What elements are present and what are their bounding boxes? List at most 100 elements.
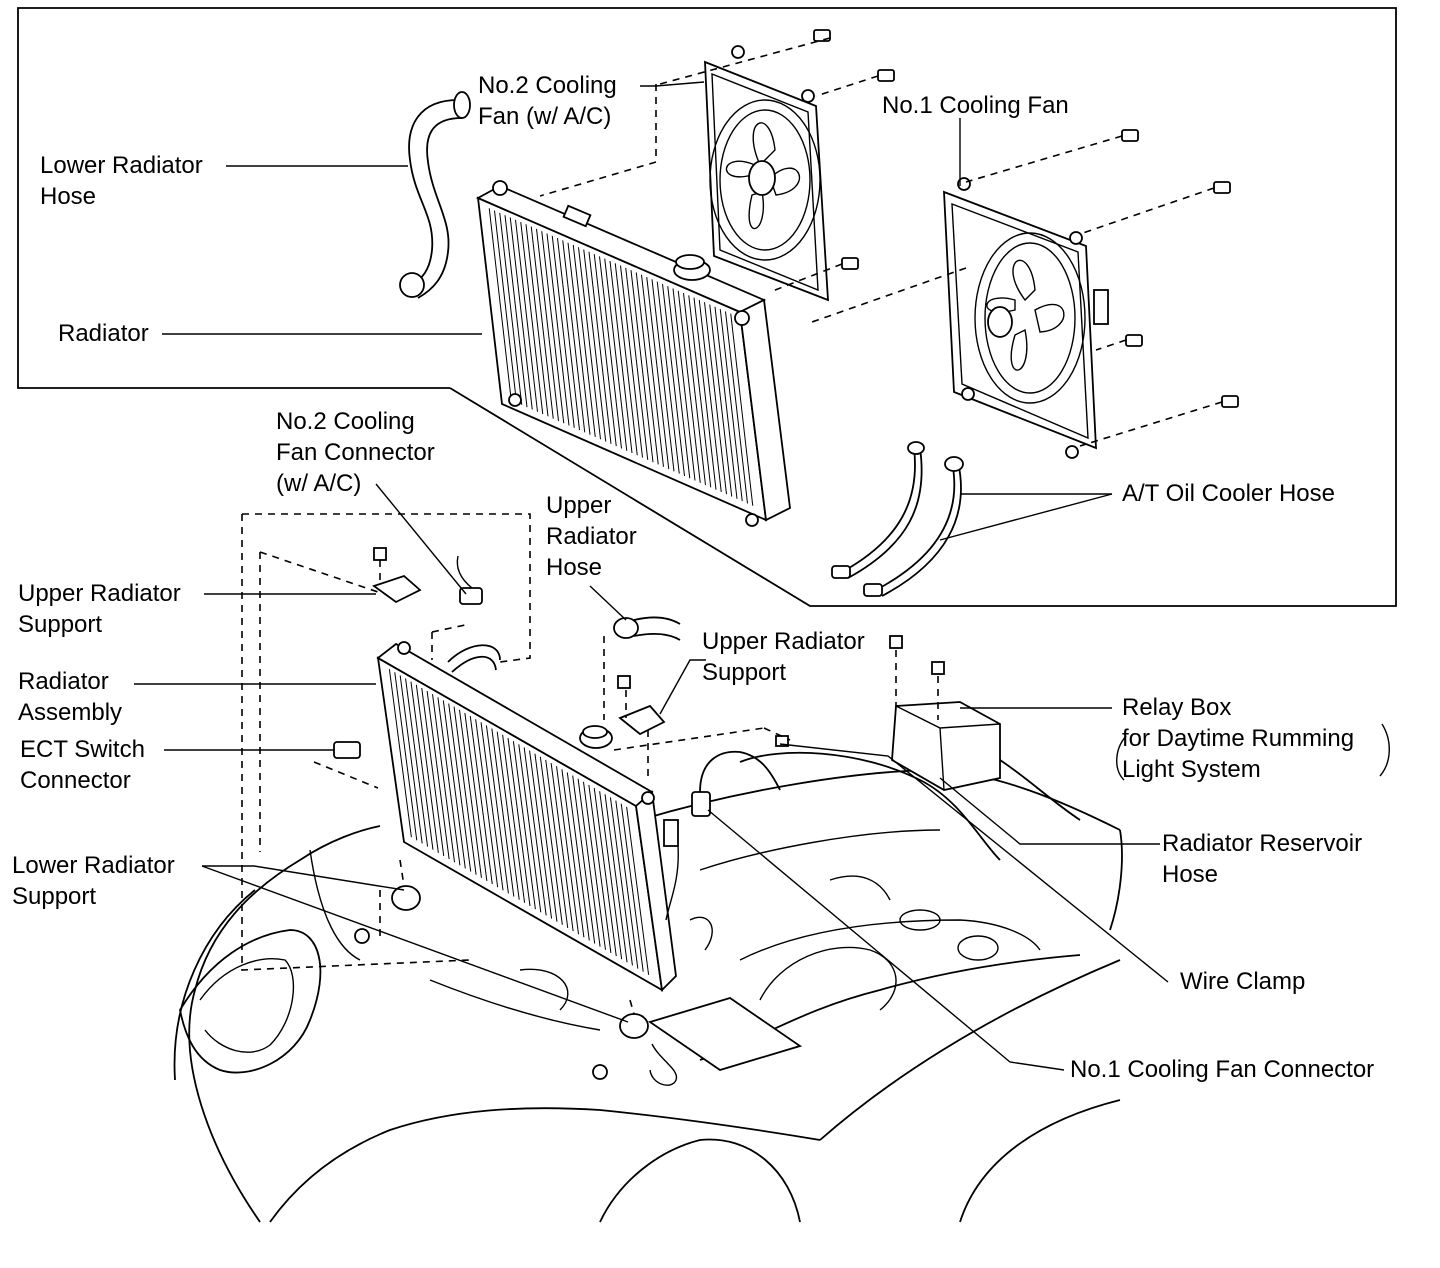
radiator-fin	[541, 231, 565, 424]
radiator-fin	[620, 803, 644, 972]
radiator-fin	[530, 226, 554, 419]
radiator-fin	[529, 750, 553, 919]
label-upper-radiator-support-right: Upper Radiator Support	[702, 628, 865, 686]
radiator-fin	[518, 744, 542, 913]
radiator-fin	[469, 716, 493, 885]
radiator-fin	[458, 709, 482, 878]
radiator-fin	[536, 228, 559, 421]
radiator-fin	[546, 233, 570, 426]
radiator-fin	[566, 772, 590, 941]
radiator-fin	[672, 288, 696, 481]
radiator-fin	[399, 675, 423, 844]
radiator-fin	[730, 313, 754, 506]
radiator-fin	[523, 747, 547, 916]
radiator-fin	[512, 741, 536, 910]
radiator-fin	[432, 694, 456, 863]
label-lower-radiator-support: Lower Radiator Support	[12, 852, 175, 910]
radiator-fin	[578, 247, 601, 440]
radiator-fin	[520, 221, 544, 415]
at-oil-cooler-hose-part	[831, 441, 964, 597]
radiator-fin	[421, 687, 445, 856]
radiator-fin	[539, 756, 563, 925]
radiator-fin	[475, 719, 499, 888]
radiator-fin	[504, 215, 528, 408]
radiator-fin	[485, 725, 509, 894]
radiator-fin	[609, 260, 633, 454]
radiator-part	[475, 180, 791, 527]
radiator-fin	[494, 210, 517, 403]
label-upper-radiator-hose: Upper Radiator Hose	[546, 492, 637, 581]
radiator-fin	[683, 293, 706, 486]
radiator-fin	[464, 712, 488, 882]
radiator-fin	[509, 217, 533, 410]
radiator-fin	[550, 762, 574, 932]
radiator-fin	[502, 734, 526, 903]
fan-bolts	[813, 29, 1239, 408]
label-lower-radiator-hose: Lower Radiator Hose	[40, 152, 203, 210]
radiator-fin	[662, 283, 685, 476]
radiator-fin	[646, 276, 670, 470]
radiator-fin	[480, 722, 504, 891]
radiator-fin	[625, 267, 649, 460]
radiator-fin	[620, 265, 643, 458]
radiator-fin	[651, 279, 675, 472]
label-no1-cooling-fan-connector: No.1 Cooling Fan Connector	[1070, 1056, 1375, 1083]
radiator-fin	[725, 311, 748, 504]
lower-dashed-lines	[241, 513, 939, 1015]
radiator-fin	[704, 302, 727, 495]
radiator-fin	[545, 759, 569, 928]
radiator-fin	[641, 274, 664, 467]
radiator-fin	[719, 309, 743, 502]
radiator-fin	[604, 258, 628, 451]
radiator-fin	[609, 797, 633, 966]
radiator-fin	[525, 224, 549, 417]
radiator-fin	[604, 794, 628, 963]
radiator-fin	[693, 297, 717, 490]
radiator-fin	[688, 295, 712, 488]
radiator-fin	[588, 251, 612, 444]
lower-small-parts	[333, 547, 1081, 1039]
radiator-fin	[556, 766, 580, 935]
radiator-fin	[410, 681, 434, 850]
radiator-fin	[551, 235, 575, 428]
inset-frame	[17, 7, 1397, 607]
radiator-fin	[714, 306, 738, 499]
radiator-fin	[635, 272, 659, 465]
radiator-fin	[615, 800, 639, 969]
no2-cooling-fan-part	[704, 45, 829, 302]
radiator-fin	[507, 737, 531, 907]
radiator-fin	[677, 290, 701, 483]
label-upper-radiator-support-left: Upper Radiator Support	[18, 580, 181, 638]
radiator-fin	[534, 753, 558, 922]
radiator-fin	[599, 791, 623, 960]
radiator-fin	[583, 249, 607, 442]
radiator-fin	[709, 304, 733, 497]
radiator-fin	[630, 270, 654, 463]
radiator-fin	[388, 669, 412, 838]
label-radiator-assembly: Radiator Assembly	[18, 668, 123, 726]
radiator-fin	[656, 281, 680, 474]
label-radiator: Radiator	[58, 320, 149, 347]
label-ect-switch-connector: ECT Switch Connector	[20, 736, 145, 794]
label-no2-cooling-fan-connector: No.2 Cooling Fan Connector (w/ A/C)	[276, 408, 435, 497]
lower-radiator-hose-part	[399, 91, 471, 299]
label-radiator-reservoir-hose: Radiator Reservoir Hose	[1162, 830, 1363, 888]
radiator-fin	[499, 212, 523, 405]
radiator-fin	[426, 690, 450, 860]
radiator-fin	[561, 769, 585, 938]
radiator-fin	[593, 254, 617, 447]
upper-dashed-lines	[539, 37, 1223, 447]
radiator-fin	[448, 703, 472, 872]
radiator-fin	[515, 219, 538, 412]
no1-cooling-fan-part	[943, 177, 1109, 459]
radiator-fin	[415, 684, 439, 853]
radiator-fin	[437, 697, 461, 866]
label-at-oil-cooler-hose: A/T Oil Cooler Hose	[1122, 480, 1335, 507]
label-no2-cooling-fan: No.2 Cooling Fan (w/ A/C)	[478, 72, 617, 130]
radiator-fin	[394, 672, 418, 841]
radiator-fin	[572, 775, 596, 944]
radiator-fin	[562, 240, 586, 433]
radiator-fin	[577, 778, 601, 947]
